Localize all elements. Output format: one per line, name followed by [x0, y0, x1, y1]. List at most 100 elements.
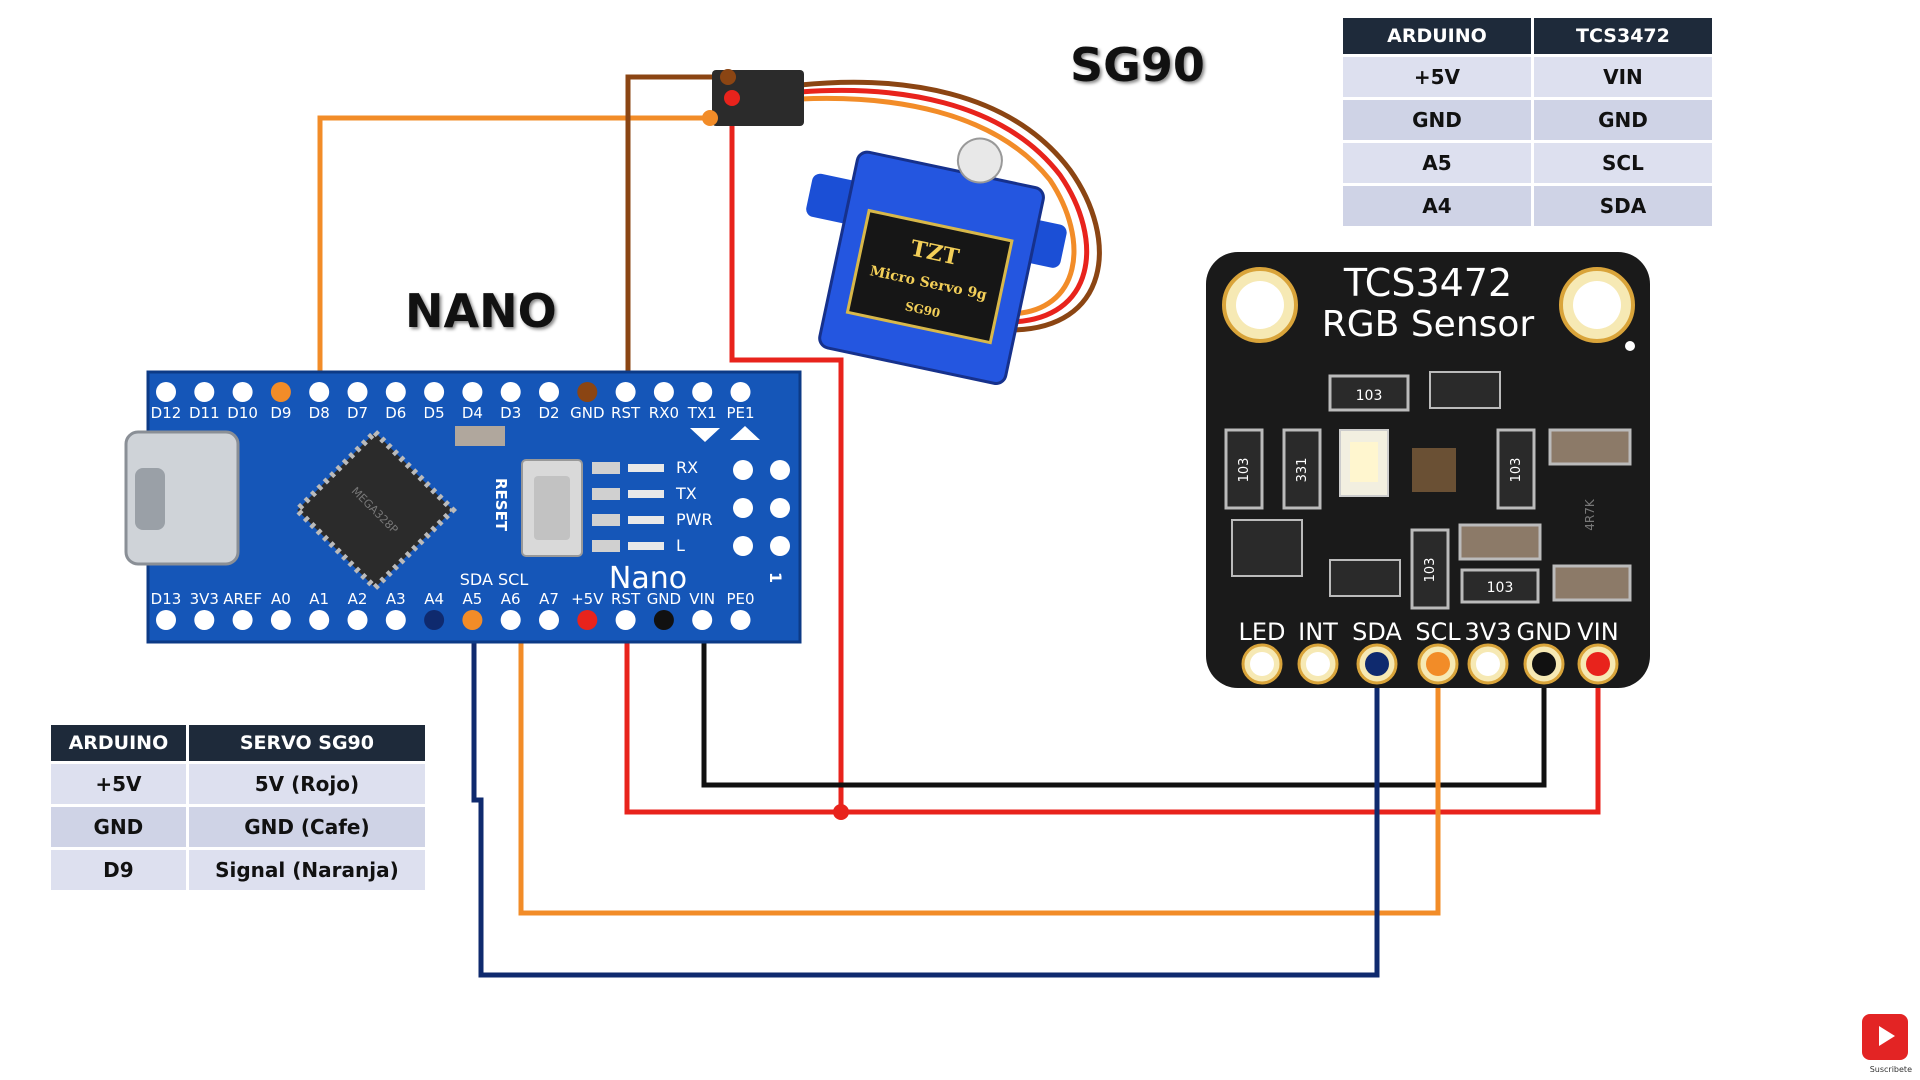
icsp-pin: [733, 498, 753, 518]
nano-top-pin: [577, 382, 598, 402]
nano-top-pin-label: RX0: [649, 404, 679, 422]
table-cell: 5V (Rojo): [188, 764, 425, 804]
servo-connector-pin-5v: [724, 90, 740, 106]
nano-bottom-pin: [692, 610, 713, 630]
subscribe-label: Suscribete: [1869, 1065, 1912, 1074]
nano-led-label: TX: [675, 484, 697, 503]
table-cell: A4: [1343, 186, 1531, 226]
table-cell: GND (Cafe): [188, 807, 425, 847]
servo-table-header-cell: SERVO SG90: [188, 725, 425, 761]
nano-top-pin: [347, 382, 368, 402]
nano-bottom-pin-label: AREF: [223, 590, 262, 608]
nano-top-pin-label: D8: [309, 404, 330, 422]
resistor-left: [1224, 428, 1264, 510]
nano-led-resistor: [628, 464, 664, 472]
white-led-lens: [1350, 442, 1378, 482]
table-cell: Signal (Naranja): [188, 850, 425, 890]
nano-bottom-pin: [194, 610, 215, 630]
nano-top-pin-label: D3: [500, 404, 521, 422]
resistor-top: [1328, 374, 1410, 412]
nano-bottom-pin: [424, 610, 445, 630]
resistor-low-mid-label: 103: [1423, 558, 1438, 583]
nano-bottom-pin: [385, 610, 406, 630]
color-sensor-chip: [1412, 448, 1456, 492]
nano-top-pin-label: PE1: [726, 404, 754, 422]
servo-table-header: ARDUINO SERVO SG90: [51, 725, 425, 761]
sensor-table-header-cell: TCS3472: [1533, 18, 1712, 54]
sensor-title-line2: RGB Sensor: [1322, 304, 1535, 345]
mount-hole-left-inner: [1236, 281, 1284, 329]
table-cell: D9: [51, 850, 186, 890]
table-cell: GND: [51, 807, 186, 847]
servo-connector: [712, 70, 804, 126]
nano-top-pin: [309, 382, 330, 402]
nano-led-label: PWR: [676, 510, 713, 529]
nano-top-pin: [385, 382, 406, 402]
nano-top-pin-label: D10: [227, 404, 258, 422]
nano-top-pin-label: TX1: [687, 404, 717, 422]
usb-c-port: [135, 468, 165, 530]
icsp-pin: [770, 460, 790, 480]
wire-a4-sda: [471, 622, 1380, 978]
table-cell: SCL: [1533, 143, 1712, 183]
nano-top-pin: [424, 382, 445, 402]
usb-c-connector: [124, 430, 240, 566]
nano-bottom-pin-label: A5: [462, 590, 482, 608]
regulator-label: 4R7K: [1583, 498, 1597, 531]
resistor-right: [1496, 428, 1536, 510]
nano-led: [592, 462, 620, 474]
nano-bottom-pin: [653, 610, 674, 630]
table-cell: GND: [1343, 100, 1531, 140]
nano-led-resistor: [628, 490, 664, 498]
subscribe-badge[interactable]: [1862, 1014, 1908, 1060]
nano-bottom-pin-label: A7: [539, 590, 559, 608]
nano-top-pin: [692, 382, 713, 402]
nano-bottom-pin-label: A2: [348, 590, 368, 608]
table-cell: A5: [1343, 143, 1531, 183]
nano-bottom-pin: [156, 610, 176, 630]
icsp-header: [733, 460, 790, 556]
nano-led-label: RX: [676, 458, 698, 477]
resistor-right-label: 103: [1509, 458, 1524, 483]
nano-led: [592, 488, 620, 500]
resistor-mid-label: 331: [1295, 458, 1310, 483]
wire-gnd-servo: [625, 74, 728, 388]
nano-led-resistor: [628, 542, 664, 550]
nano-bottom-pin: [462, 610, 483, 630]
mcu-chip: MEGA328P: [292, 427, 458, 593]
resistor-top-label: 103: [1356, 388, 1383, 404]
sensor-pin-label: GND: [1516, 618, 1571, 646]
table-cell: +5V: [1343, 57, 1531, 97]
sensor-pin: [1306, 652, 1330, 676]
reset-label: RESET: [492, 478, 510, 532]
nano-pcb: [146, 370, 802, 644]
resistor-bottom: [1460, 568, 1540, 604]
sensor-pin: [1250, 652, 1274, 676]
sensor-pin: [1476, 652, 1500, 676]
resistor-left-label: 103: [1237, 458, 1252, 483]
icsp-pin: [733, 460, 753, 480]
nano-top-pin: [539, 382, 559, 402]
capacitor-right-top: [1548, 428, 1632, 466]
transistor-left: [1231, 519, 1303, 577]
nano-bottom-pin-label: GND: [647, 590, 681, 608]
sensor-pin-label: INT: [1298, 618, 1338, 646]
nano-led-resistor: [628, 516, 664, 524]
nano-top-pin-label: D6: [385, 404, 406, 422]
nano-top-pin: [270, 382, 291, 402]
nano-bottom-pin-label: VIN: [689, 590, 715, 608]
sensor-board: TCS3472 RGB Sensor 103 103 331 103 103 1…: [1206, 252, 1650, 688]
nano-led-label: L: [676, 536, 685, 555]
sensor-table-header-cell: ARDUINO: [1343, 18, 1531, 54]
nano-leds: RX TX PWR L: [592, 458, 713, 555]
wires: [317, 74, 1601, 978]
resistor-low-mid: [1410, 528, 1450, 610]
